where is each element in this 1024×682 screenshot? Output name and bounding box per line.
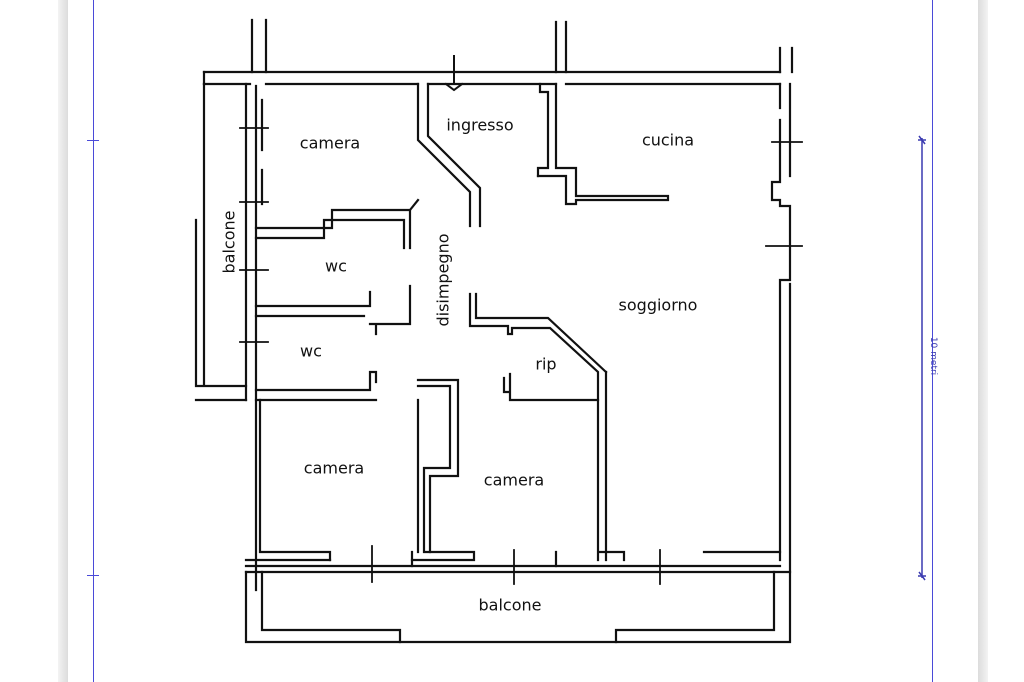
wall (254, 284, 412, 336)
guide-tick (87, 140, 99, 141)
scale-label: 10 metri (928, 336, 938, 376)
wall (502, 372, 600, 402)
wall (254, 208, 412, 250)
room-label-wc: wc (325, 256, 347, 276)
wall (614, 570, 792, 644)
wall (194, 82, 248, 402)
room-label-cucina: cucina (641, 130, 695, 150)
room-label-camera: camera (303, 458, 365, 478)
entrance-arrow (444, 55, 464, 92)
guide-tick (87, 575, 99, 576)
wall (416, 82, 482, 228)
room-label-balcone: balcone (478, 595, 542, 615)
wall (258, 398, 420, 568)
document-page (68, 0, 978, 682)
scale-bar (918, 135, 926, 581)
wall (244, 550, 782, 568)
wall (202, 70, 782, 86)
wall (554, 20, 568, 74)
room-label-wc: wc (300, 341, 322, 361)
wall (244, 570, 402, 644)
window-mark (371, 545, 661, 585)
wall (250, 18, 268, 74)
wall (408, 198, 420, 212)
page-edge-left (58, 0, 68, 682)
window-mark (239, 127, 269, 343)
room-label-camera: camera (483, 470, 545, 490)
margin-guide-right (932, 0, 933, 682)
room-label-rip: rip (535, 354, 557, 374)
wall (536, 82, 550, 178)
wall (536, 82, 670, 206)
room-label-disimpegno: disimpegno (433, 233, 453, 327)
room-label-balcone: balcone (219, 210, 239, 274)
page-edge-right (978, 0, 988, 682)
margin-guide-left (93, 0, 94, 682)
room-label-camera: camera (299, 133, 361, 153)
wall (770, 82, 792, 562)
wall (244, 564, 792, 574)
wall (468, 292, 608, 562)
room-label-ingresso: ingresso (446, 115, 514, 135)
room-label-soggiorno: soggiorno (618, 295, 698, 315)
wall (778, 46, 794, 74)
window-mark (765, 141, 803, 247)
wall (416, 378, 460, 554)
wall (254, 370, 378, 402)
